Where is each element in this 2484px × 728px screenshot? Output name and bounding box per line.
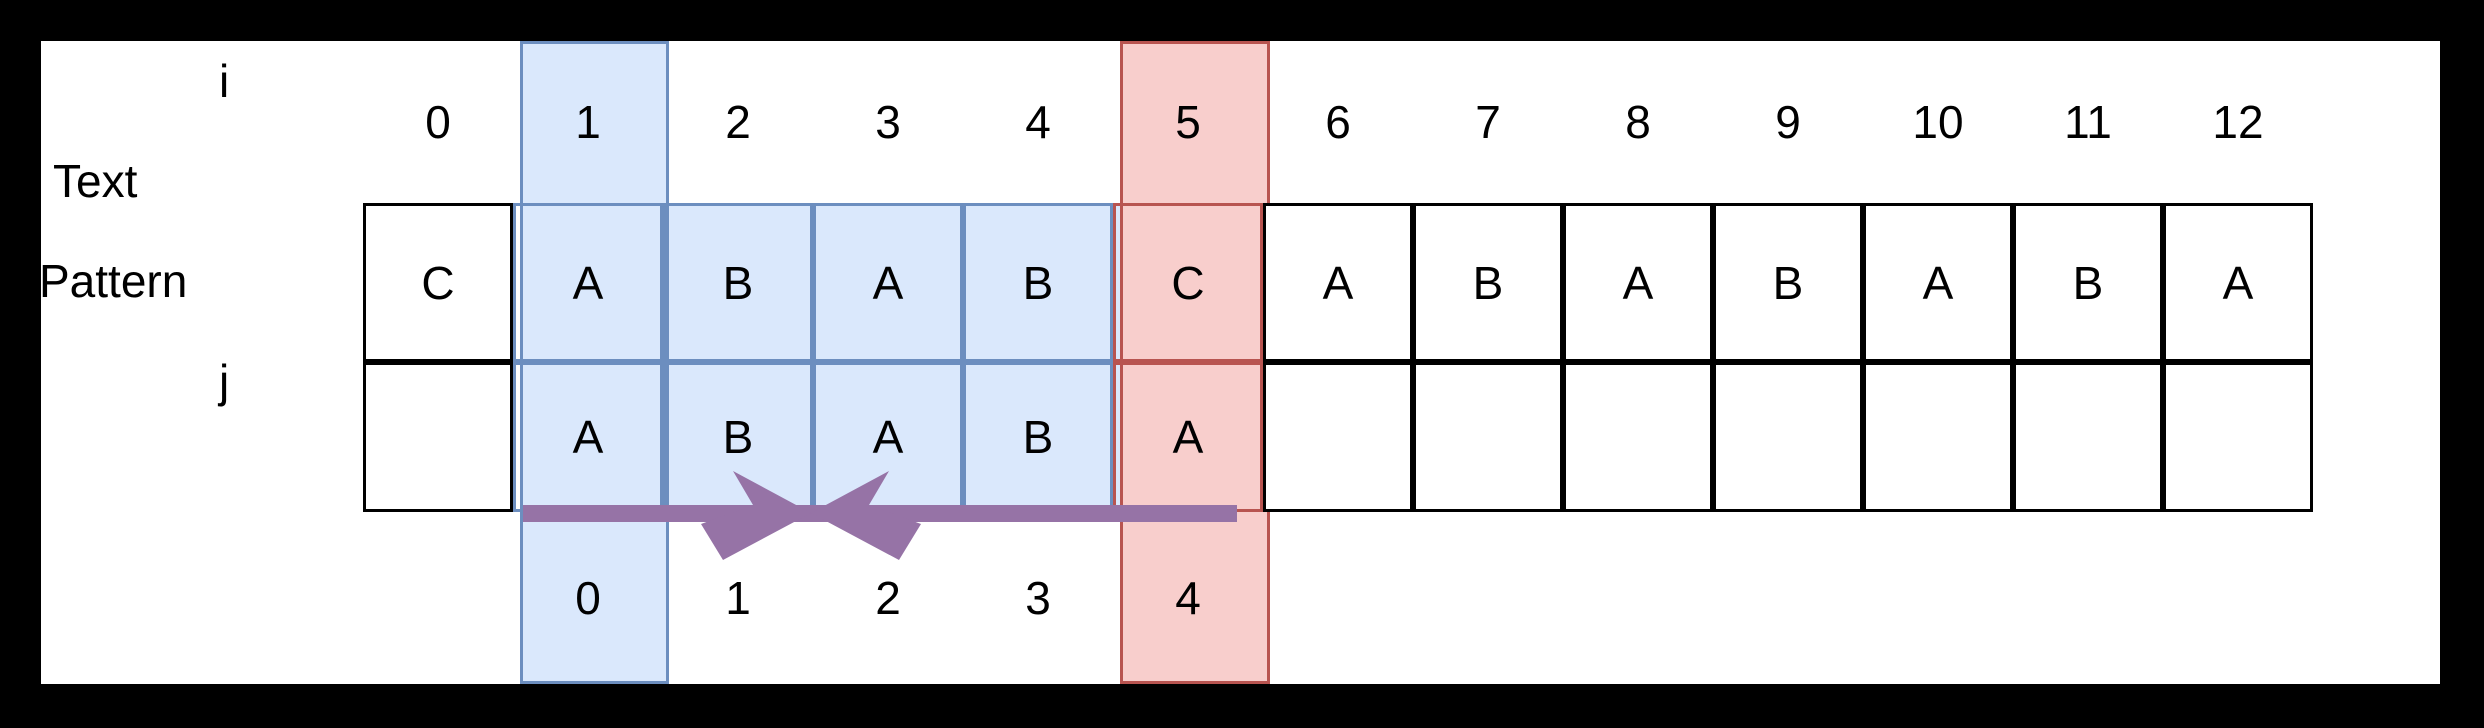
text-cell-9[interactable]: B [1713, 203, 1863, 362]
pattern-cell-8[interactable] [1563, 362, 1713, 512]
row-label-j: j [219, 355, 230, 407]
i-index-cell-11: 11 [2064, 96, 2112, 148]
text-cell-3[interactable]: A [813, 203, 963, 362]
highlight-band-blue-text-pattern [669, 203, 1120, 512]
row-label-pattern: Pattern [39, 255, 188, 307]
text-cell-7[interactable]: B [1413, 203, 1563, 362]
j-index-cell-1: 1 [725, 572, 751, 624]
pattern-cell-10[interactable] [1863, 362, 2013, 512]
row-label-i: i [219, 55, 230, 107]
i-index-cell-8: 8 [1625, 96, 1651, 148]
text-cell-1[interactable]: A [513, 203, 663, 362]
text-cell-11[interactable]: B [2013, 203, 2163, 362]
text-cell-2[interactable]: B [663, 203, 813, 362]
i-index-cell-5: 5 [1175, 96, 1201, 148]
highlight-layer [41, 41, 2440, 684]
i-index-cell-2: 2 [725, 96, 751, 148]
pattern-cell-0[interactable] [363, 362, 513, 512]
i-index-cell-6: 6 [1325, 96, 1351, 148]
text-cell-8[interactable]: A [1563, 203, 1713, 362]
j-index-cell-2: 2 [875, 572, 901, 624]
i-index-cell-10: 10 [1912, 96, 1964, 148]
j-index-cell-3: 3 [1025, 572, 1051, 624]
pattern-cell-11[interactable] [2013, 362, 2163, 512]
pattern-cell-6[interactable] [1263, 362, 1413, 512]
i-index-cell-3: 3 [875, 96, 901, 148]
i-index-cell-9: 9 [1775, 96, 1801, 148]
row-label-text: Text [53, 155, 138, 207]
i-index-cell-0: 0 [425, 96, 451, 148]
j-index-cell-4: 4 [1175, 572, 1201, 624]
text-cell-5[interactable]: C [1113, 203, 1263, 362]
i-index-cell-1: 1 [575, 96, 601, 148]
i-index-cell-4: 4 [1025, 96, 1051, 148]
i-index-cell-12: 12 [2212, 96, 2264, 148]
text-cell-0[interactable]: C [363, 203, 513, 362]
text-cell-12[interactable]: A [2163, 203, 2313, 362]
pattern-cell-9[interactable] [1713, 362, 1863, 512]
pattern-cell-7[interactable] [1413, 362, 1563, 512]
pattern-cell-12[interactable] [2163, 362, 2313, 512]
i-index-cell-7: 7 [1475, 96, 1501, 148]
text-cell-6[interactable]: A [1263, 203, 1413, 362]
text-cell-10[interactable]: A [1863, 203, 2013, 362]
text-cell-4[interactable]: B [963, 203, 1113, 362]
j-index-cell-0: 0 [575, 572, 601, 624]
